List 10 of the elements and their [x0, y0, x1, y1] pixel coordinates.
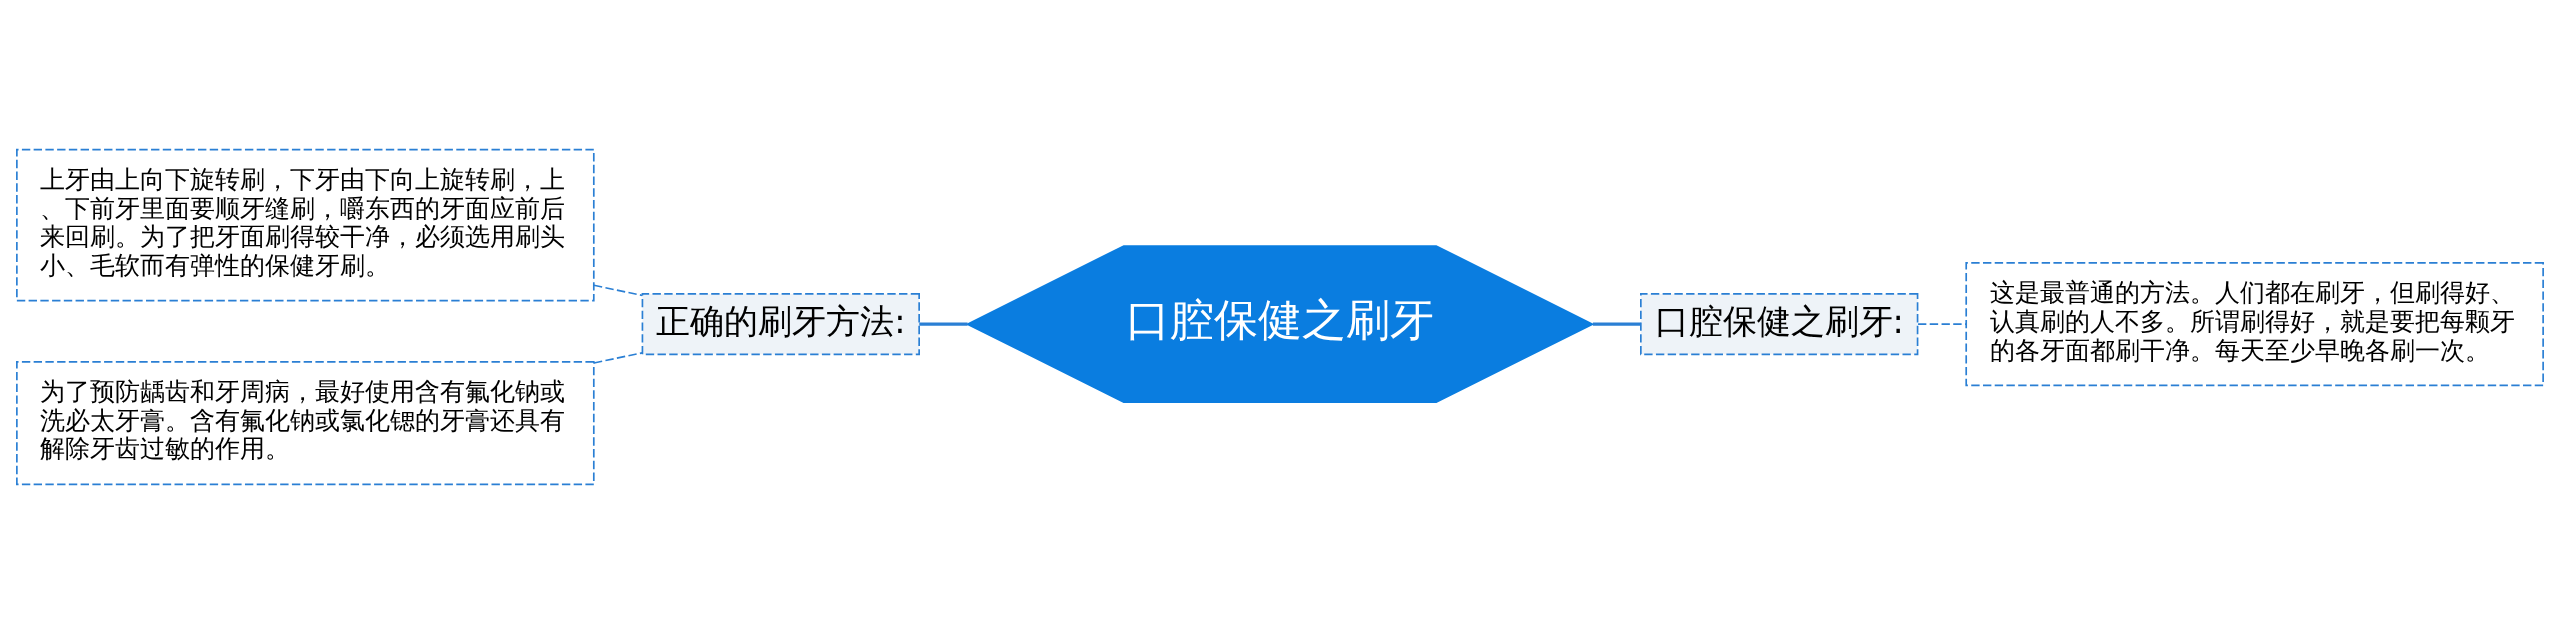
connector: [593, 284, 644, 297]
connector: [1917, 323, 1967, 325]
node-box: 上牙由上向下旋转刷，下牙由下向上旋转刷，上、下前牙里面要顺牙缝刷，嚼东西的牙面应前后来回刷。为了把牙面刷得较干净，必须选用刷头小、毛软而有弹性的保健牙刷。: [16, 148, 595, 302]
connector: [593, 351, 644, 364]
node-box: 口腔保健之刷牙:: [1640, 293, 1919, 356]
node-box: 这是最普通的方法。人们都在刷牙，但刷得好、认真刷的人不多。所谓刷得好，就是要把每颗牙的各牙面都刷干净。每天至少早晚各刷一次。: [1965, 262, 2544, 387]
connector: [919, 322, 968, 326]
node-box: 正确的刷牙方法:: [641, 293, 920, 356]
node-box: 为了预防龋齿和牙周病，最好使用含有氟化钠或洗必太牙膏。含有氟化钠或氯化锶的牙膏还具有解除牙齿过敏的作用。: [16, 361, 595, 486]
connector: [1592, 322, 1641, 326]
